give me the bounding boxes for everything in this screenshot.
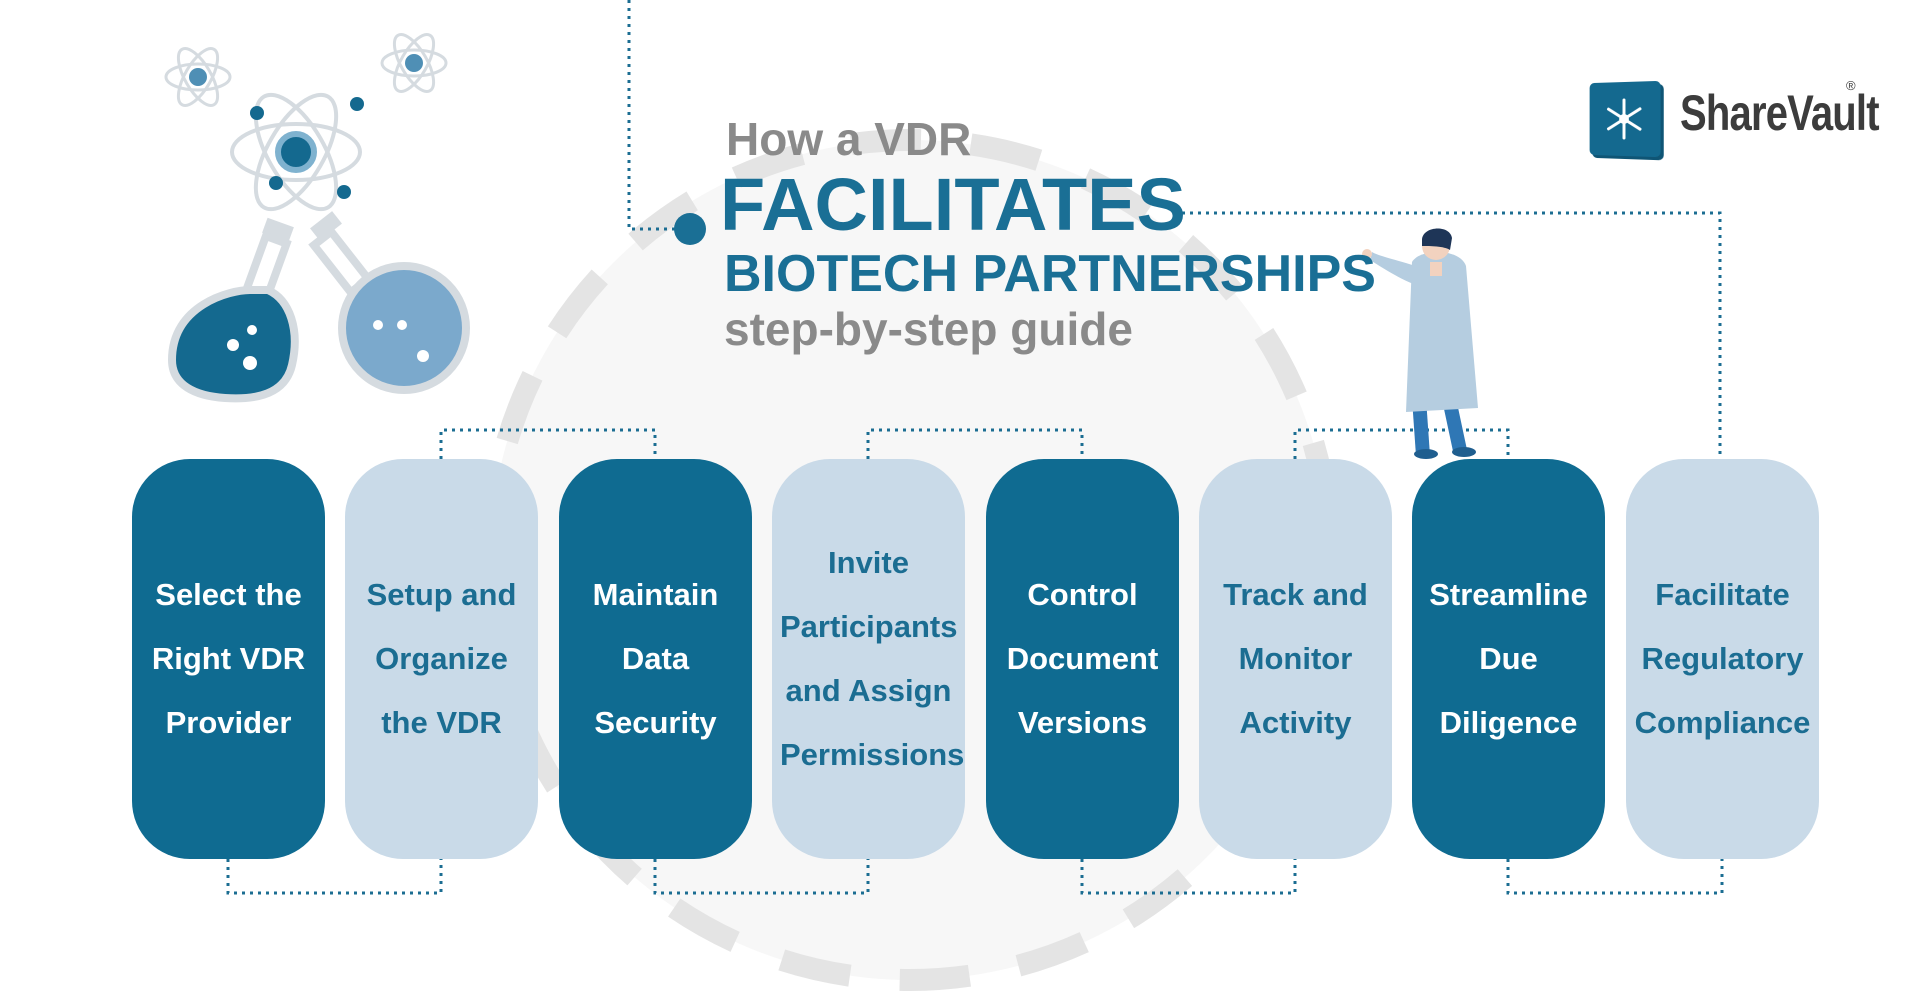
step-card-2: Setup and Organize the VDR xyxy=(345,459,538,859)
step-connector xyxy=(226,859,443,895)
step-connector xyxy=(866,428,1084,459)
step-card-3: Maintain Data Security xyxy=(559,459,752,859)
step-label: Setup and Organize the VDR xyxy=(366,577,517,740)
step-label: Streamline Due Diligence xyxy=(1429,577,1588,740)
title-connector xyxy=(627,0,1722,460)
title-line-3: BIOTECH PARTNERSHIPS xyxy=(724,245,1376,303)
step-card-1: Select the Right VDR Provider xyxy=(132,459,325,859)
step-connector xyxy=(653,859,870,895)
electron-dot xyxy=(269,176,283,190)
step-card-4: Invite Participants and Assign Permissio… xyxy=(772,459,965,859)
step-card-8: Facilitate Regulatory Compliance xyxy=(1626,459,1819,859)
step-label: Facilitate Regulatory Compliance xyxy=(1634,577,1811,740)
title-line-2: FACILITATES xyxy=(720,163,1186,246)
step-card-6: Track and Monitor Activity xyxy=(1199,459,1392,859)
step-card-7: Streamline Due Diligence xyxy=(1412,459,1605,859)
step-label: Control Document Versions xyxy=(1006,577,1159,740)
electron-dot xyxy=(250,106,264,120)
step-label: Maintain Data Security xyxy=(592,577,719,740)
step-connector xyxy=(439,428,657,459)
step-connectors xyxy=(226,428,1724,895)
flask-icon xyxy=(167,217,299,403)
title-subtitle: step-by-step guide xyxy=(724,303,1133,355)
step-connector xyxy=(1080,859,1297,895)
title-line-1: How a VDR xyxy=(726,113,972,165)
step-label: Invite Participants and Assign Permissio… xyxy=(780,545,965,772)
small-atom-nucleus xyxy=(405,54,423,72)
step-card-5: Control Document Versions xyxy=(986,459,1179,859)
step-connector xyxy=(1506,859,1724,895)
atom-nucleus xyxy=(275,131,317,173)
small-atom-icon xyxy=(380,33,448,93)
step-connector xyxy=(1293,428,1510,459)
step-label: Select the Right VDR Provider xyxy=(151,577,306,740)
small-atom-icon xyxy=(164,47,232,107)
electron-dot xyxy=(337,185,351,199)
atom-icon xyxy=(230,92,362,212)
small-atom-nucleus xyxy=(189,68,207,86)
flask-icon xyxy=(308,211,470,394)
title-dot xyxy=(674,213,706,245)
sharevault-logo: ShareVault ® xyxy=(1588,78,1880,162)
logo-text: ShareVault xyxy=(1680,85,1880,141)
scientist-figure xyxy=(1362,228,1478,459)
registered-mark: ® xyxy=(1846,78,1856,93)
snowflake-vault-icon xyxy=(1589,80,1661,158)
step-label: Track and Monitor Activity xyxy=(1223,577,1368,740)
electron-dot xyxy=(350,97,364,111)
